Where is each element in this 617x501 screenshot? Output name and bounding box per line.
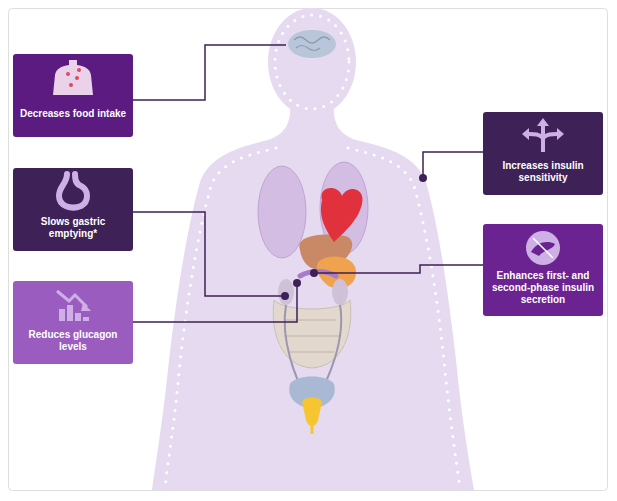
callout-icon bbox=[13, 168, 133, 214]
callout-icon bbox=[13, 54, 133, 100]
callout-text: Increases insulin sensitivity bbox=[483, 160, 603, 184]
callout-text: Slows gastric emptying* bbox=[13, 216, 133, 240]
callout-icon bbox=[483, 112, 603, 158]
callout-box: Reduces glucagon levels bbox=[13, 281, 133, 364]
callout-text: Enhances first- and second-phase insulin… bbox=[483, 270, 603, 306]
body-silhouette bbox=[152, 8, 474, 490]
callout-icon bbox=[483, 224, 603, 270]
callout-box: Enhances first- and second-phase insulin… bbox=[483, 224, 603, 316]
leader-lines bbox=[133, 45, 483, 322]
callout-icon bbox=[13, 281, 133, 327]
leader-dots bbox=[281, 174, 427, 300]
callout-box: Increases insulin sensitivity bbox=[483, 112, 603, 195]
callout-text: Decreases food intake bbox=[13, 108, 133, 120]
callout-box: Slows gastric emptying* bbox=[13, 168, 133, 251]
organs bbox=[258, 30, 368, 434]
frame bbox=[9, 9, 608, 491]
callout-text: Reduces glucagon levels bbox=[13, 329, 133, 353]
callout-box: Decreases food intake bbox=[13, 54, 133, 137]
